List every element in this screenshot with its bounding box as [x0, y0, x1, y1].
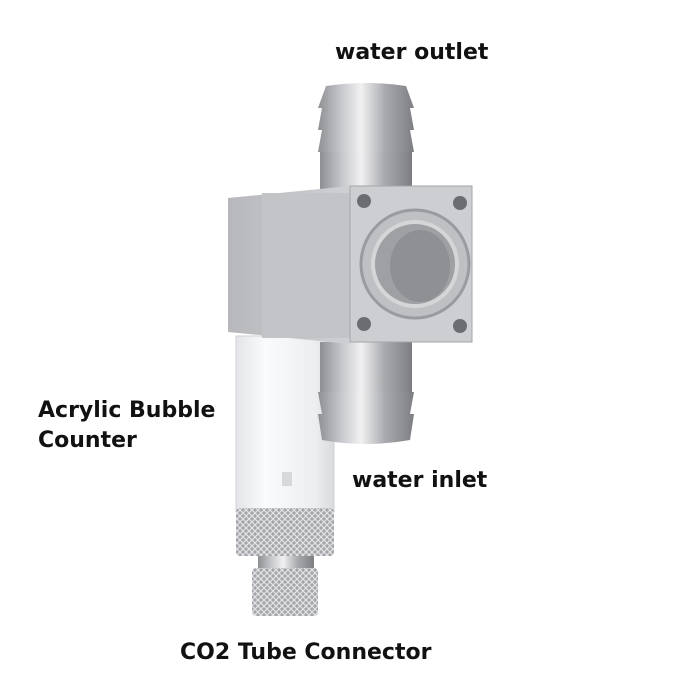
water-inlet-label: water inlet	[352, 468, 488, 493]
water-outlet-barb	[318, 83, 414, 192]
acrylic-label-line2: Counter	[38, 428, 137, 453]
acrylic-bubble-counter	[235, 335, 335, 513]
main-block	[228, 185, 473, 344]
knurled-nut	[236, 508, 334, 616]
water-outlet-label: water outlet	[335, 40, 489, 65]
acrylic-label-line1: Acrylic Bubble	[38, 398, 216, 423]
water-inlet-barb	[318, 342, 414, 444]
co2-tube-connector-label: CO2 Tube Connector	[180, 640, 432, 665]
acrylic-bubble-counter-label: Acrylic Bubble Counter	[38, 396, 215, 456]
